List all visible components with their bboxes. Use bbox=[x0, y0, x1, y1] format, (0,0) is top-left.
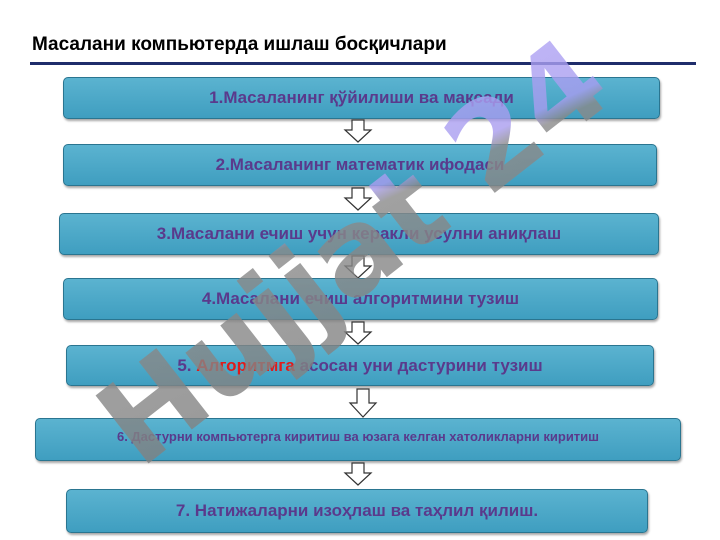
step-3: 3.Масалани ечиш учун керакли усулни аниқ… bbox=[59, 213, 659, 255]
step-3-label: 3.Масалани ечиш учун керакли усулни аниқ… bbox=[156, 224, 562, 243]
step-5-highlight: Алгоритмга bbox=[196, 355, 295, 375]
step-6: 6. Дастурни компьютерга киритиш ва юзага… bbox=[35, 418, 681, 461]
arrow-down-icon bbox=[348, 388, 378, 418]
page-title: Масалани компьютерда ишлаш босқичлари bbox=[32, 34, 447, 55]
arrow-down-icon bbox=[343, 462, 373, 486]
title-underline bbox=[30, 62, 696, 65]
step-4: 4.Масалани ечиш алгоритмини тузиш bbox=[63, 278, 658, 320]
arrow-down-icon bbox=[343, 119, 373, 143]
step-7: 7. Натижаларни изоҳлаш ва таҳлил қилиш. bbox=[66, 489, 648, 533]
step-1: 1.Масаланинг қўйилиши ва мақсади bbox=[63, 77, 660, 119]
step-5-rest: асосан уни дастурини тузиш bbox=[294, 355, 543, 375]
step-6-label: 6. Дастурни компьютерга киритиш ва юзага… bbox=[116, 429, 600, 444]
step-2-label: 2.Масаланинг математик ифодаси bbox=[215, 155, 505, 174]
arrow-down-icon bbox=[343, 321, 373, 345]
step-1-label: 1.Масаланинг қўйилиши ва мақсади bbox=[209, 88, 514, 107]
step-7-label: 7. Натижаларни изоҳлаш ва таҳлил қилиш. bbox=[175, 501, 539, 520]
step-4-label: 4.Масалани ечиш алгоритмини тузиш bbox=[201, 289, 520, 308]
step-5-number: 5. bbox=[177, 355, 197, 375]
step-2: 2.Масаланинг математик ифодаси bbox=[63, 144, 657, 186]
arrow-down-icon bbox=[343, 255, 373, 279]
step-5: 5. Алгоритмга асосан уни дастурини тузиш bbox=[66, 345, 654, 386]
arrow-down-icon bbox=[343, 187, 373, 211]
